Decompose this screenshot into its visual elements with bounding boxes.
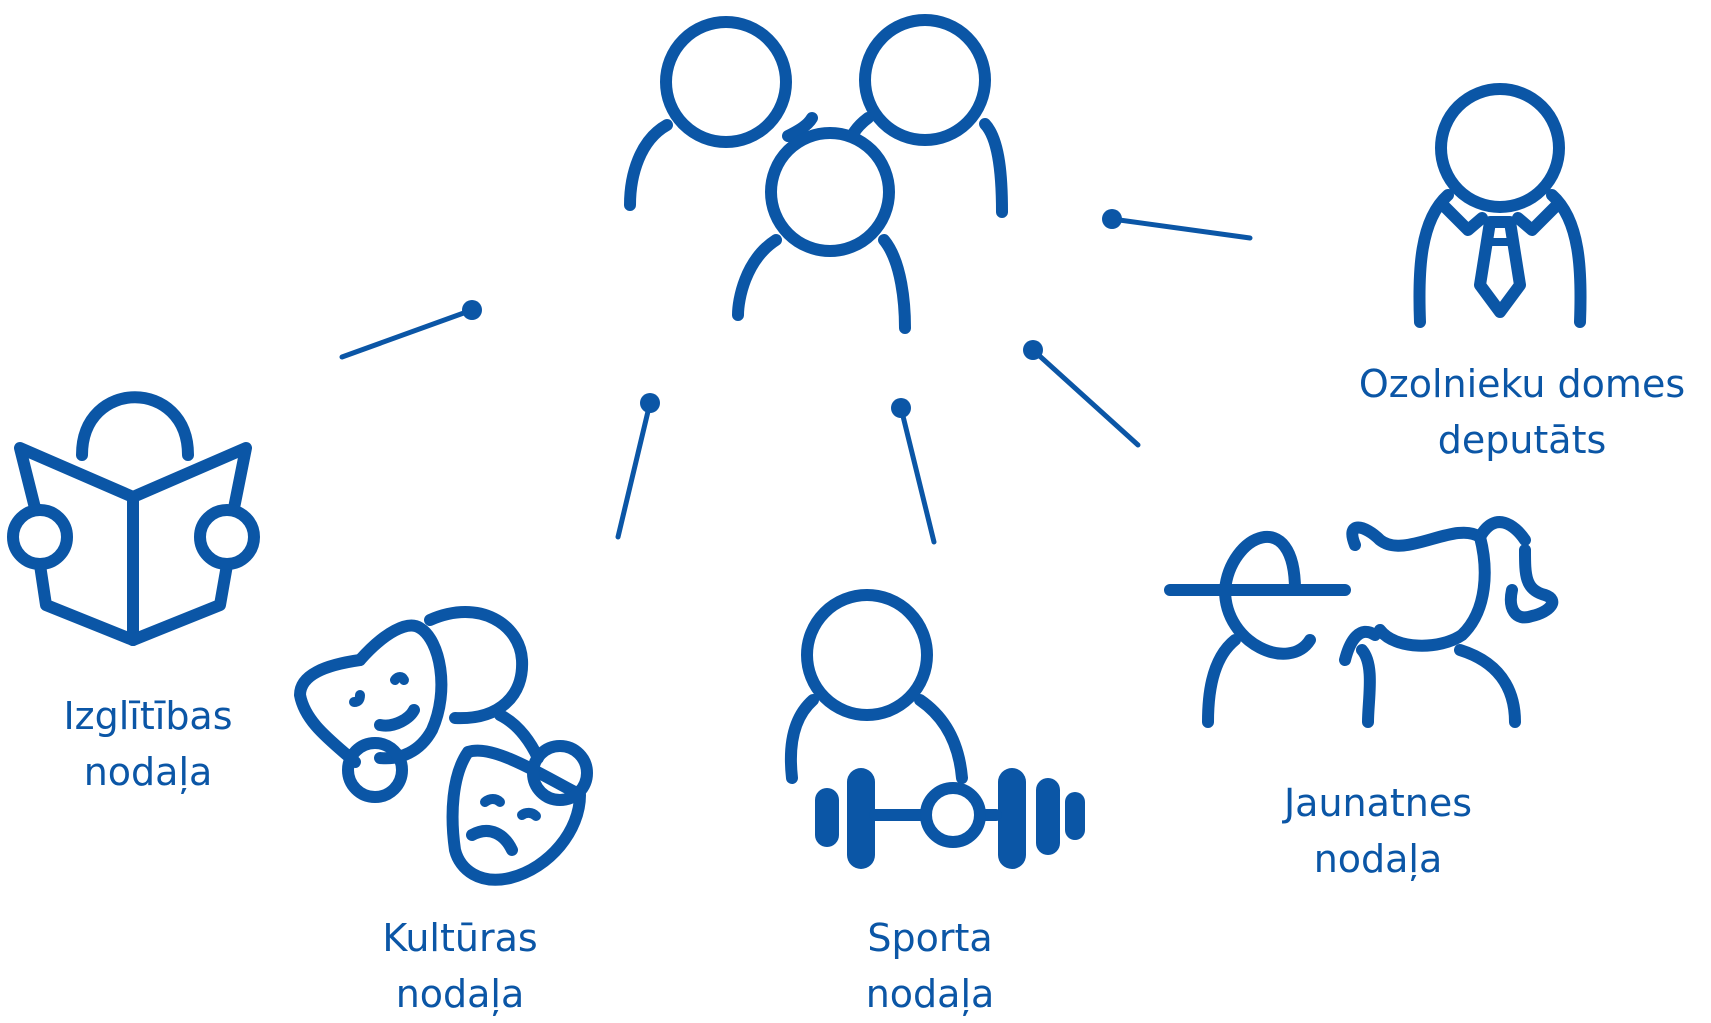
person-reading-book-icon [7,391,260,646]
label-kulturas-line1: Kultūras [382,916,538,960]
two-young-people-icon [1164,516,1559,728]
label-jaunatnes-line1: Jaunatnes [1283,781,1473,825]
label-izglitibas-line2: nodaļa [83,750,213,794]
connector-izglitibas [339,300,482,360]
label-deputats-line2: deputāts [1437,418,1607,462]
person-with-tie-icon [1413,83,1587,328]
person-with-dumbbell-icon [784,589,1085,869]
label-jaunatnes-line2: nodaļa [1313,837,1443,881]
label-sporta: Sporta nodaļa [866,910,995,1022]
label-kulturas-line2: nodaļa [395,972,525,1016]
label-izglitibas: Izglītības nodaļa [63,688,232,800]
theater-masks-icon [294,606,593,886]
group-of-people-icon [624,14,1008,334]
label-kulturas: Kultūras nodaļa [382,910,537,1022]
label-sporta-line2: nodaļa [865,972,995,1016]
connector-kulturas [615,393,660,540]
label-izglitibas-line1: Izglītības [63,694,233,738]
label-jaunatnes: Jaunatnes nodaļa [1284,775,1472,887]
connector-jaunatnes [1023,340,1141,448]
label-sporta-line1: Sporta [867,916,993,960]
connector-deputats [1102,209,1253,241]
connector-sporta [891,398,937,545]
label-deputats-line1: Ozolnieku domes [1358,362,1686,406]
label-deputats: Ozolnieku domes deputāts [1359,356,1685,468]
